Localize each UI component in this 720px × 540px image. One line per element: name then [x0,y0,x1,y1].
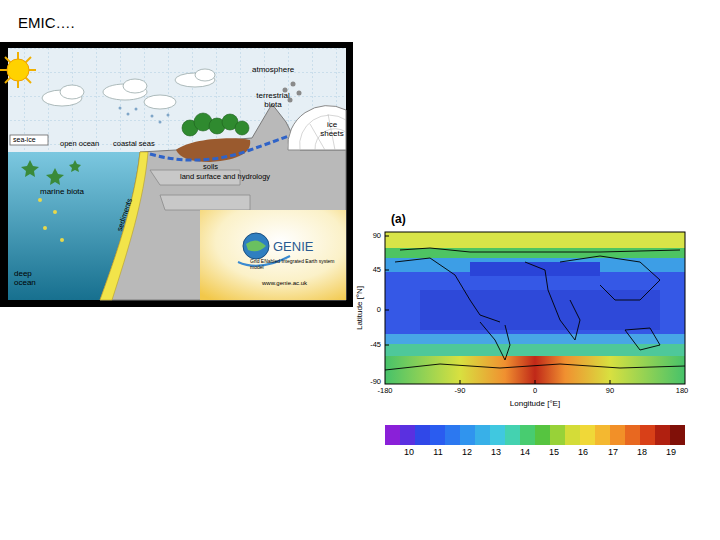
schematic-label: land surface and hydrology [180,173,270,181]
panel-letter: (a) [391,213,406,226]
schematic-label: open ocean [60,140,99,148]
colorbar-tick: 12 [462,448,472,458]
schematic-label: soils [203,163,218,171]
colorbar-tick: 19 [666,448,676,458]
axis-tick: -90 [455,387,466,395]
logo-text: GENIE [273,240,313,254]
axis-tick: 0 [533,387,537,395]
axis-title: Latitude [°N] [356,286,365,330]
schematic-label: ice sheets [318,121,346,139]
axis-tick: -45 [370,341,381,349]
axis-title: Longitude [°E] [510,400,560,409]
axis-tick: 90 [606,387,614,395]
slide-title: EMIC…. [18,15,75,32]
colorbar-tick: 17 [608,448,618,458]
temperature-map [385,232,685,384]
colorbar-tick: 11 [433,448,442,458]
schematic-label: coastal seas [113,140,155,148]
colorbar-tick: 13 [491,448,501,458]
axis-tick: 180 [676,387,689,395]
genie-schematic [0,42,353,307]
colorbar-tick: 14 [520,448,530,458]
colorbar-tick: 10 [404,448,414,458]
color-bar [385,425,685,445]
schematic-label: marine biota [40,188,84,197]
axis-tick: -90 [370,378,381,386]
schematic-label: deep ocean [14,270,46,288]
axis-tick: -180 [377,387,392,395]
axis-tick: 90 [373,232,381,240]
axis-tick: 0 [377,306,381,314]
logo-url: www.genie.ac.uk [262,280,307,287]
schematic-label: terrestrial biota [248,92,298,110]
logo-text: Grid ENabled Integrated Earth system mod… [250,259,342,270]
colorbar-tick: 18 [637,448,647,458]
colorbar-tick: 15 [549,448,559,458]
axis-tick: 45 [373,266,381,274]
colorbar-tick: 16 [578,448,588,458]
schematic-label: atmosphere [252,66,294,75]
schematic-label: sea-ice [13,136,36,144]
